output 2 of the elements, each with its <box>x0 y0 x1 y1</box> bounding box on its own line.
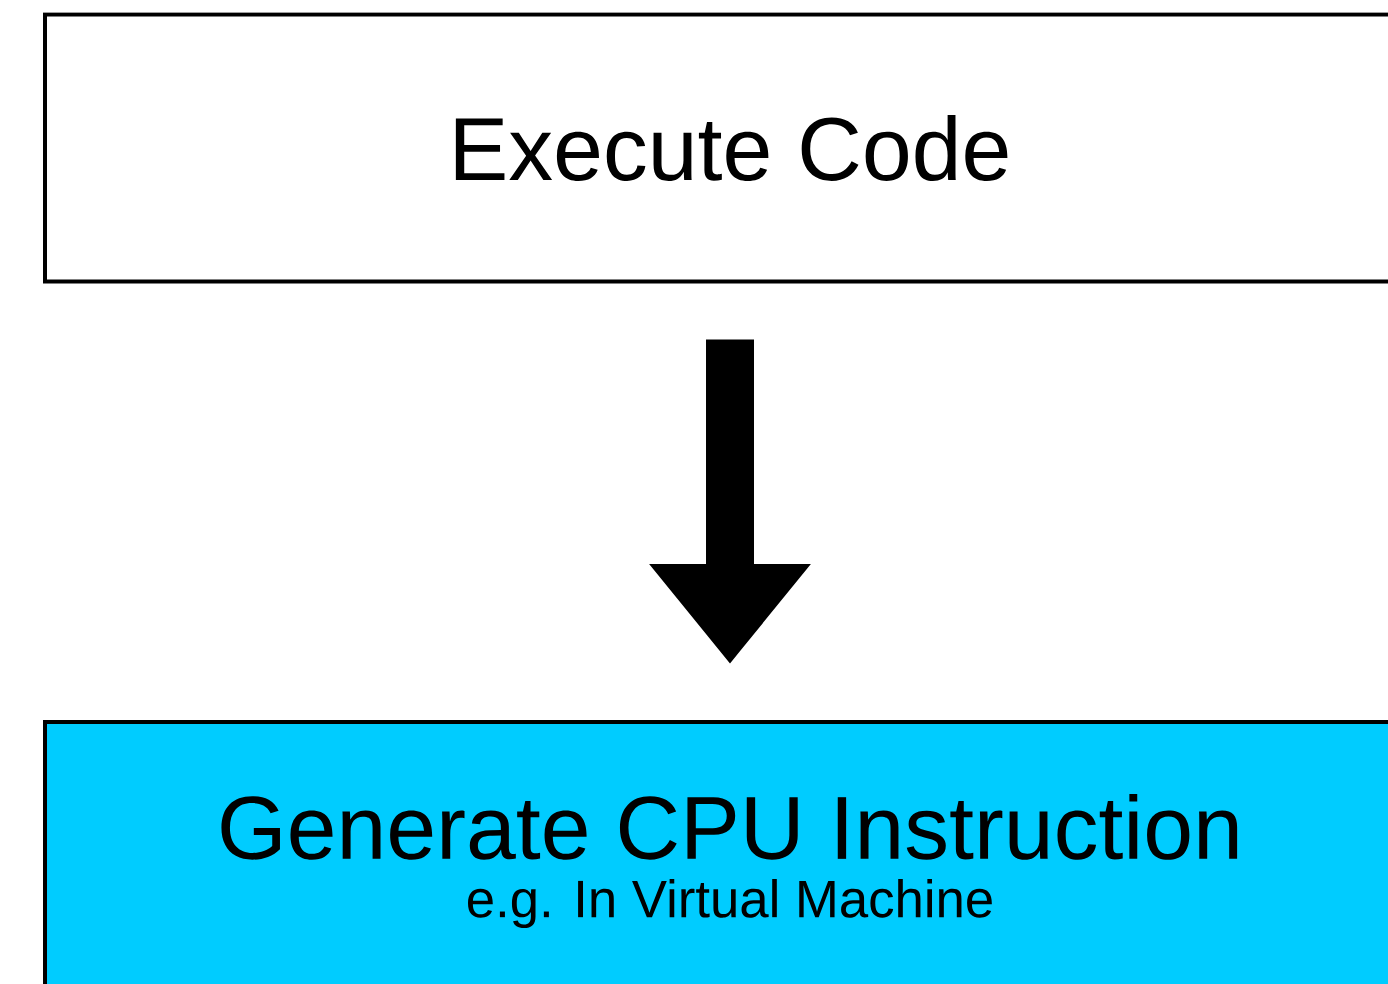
process-box: Execute Code <box>43 12 1388 284</box>
process-box: Generate CPU Instruction e.g. In Virtual Machine <box>43 720 1388 984</box>
